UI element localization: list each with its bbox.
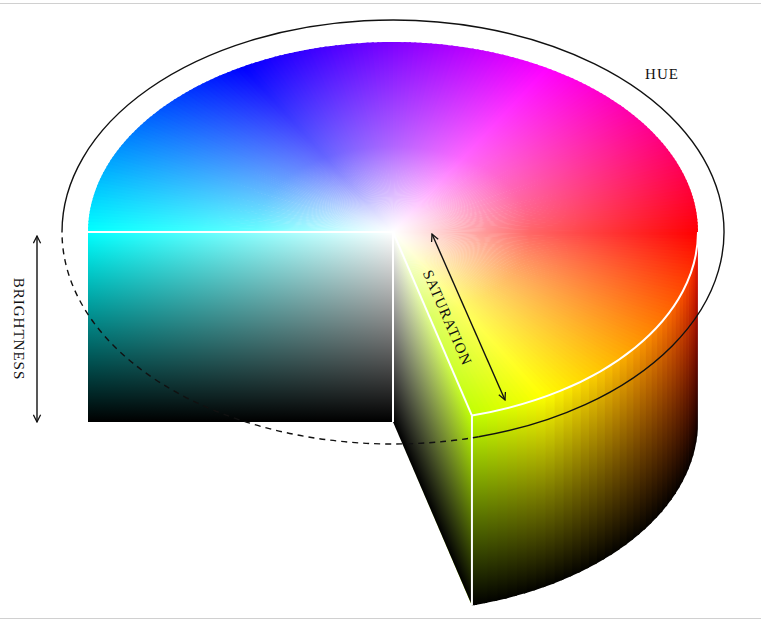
dimension-arrow <box>36 236 37 422</box>
cut-face-shade <box>88 232 393 422</box>
rim-edge <box>472 232 698 416</box>
hue-ring-dashed <box>62 232 479 444</box>
cut-face-left <box>88 232 393 422</box>
axis-label: BRIGHTNESS <box>11 278 26 381</box>
cut-edge <box>392 232 394 422</box>
cut-face-colour <box>88 232 393 422</box>
cut-edge <box>471 416 473 606</box>
hue-ring-solid <box>62 20 724 437</box>
frame-line <box>0 3 761 4</box>
white-edges <box>88 232 698 606</box>
side-strip <box>472 415 477 606</box>
frame-line <box>0 618 761 619</box>
axis-label: HUE <box>645 67 679 82</box>
cut-edge <box>88 231 393 233</box>
hue-ring <box>62 20 724 444</box>
cut-edge <box>393 232 472 416</box>
